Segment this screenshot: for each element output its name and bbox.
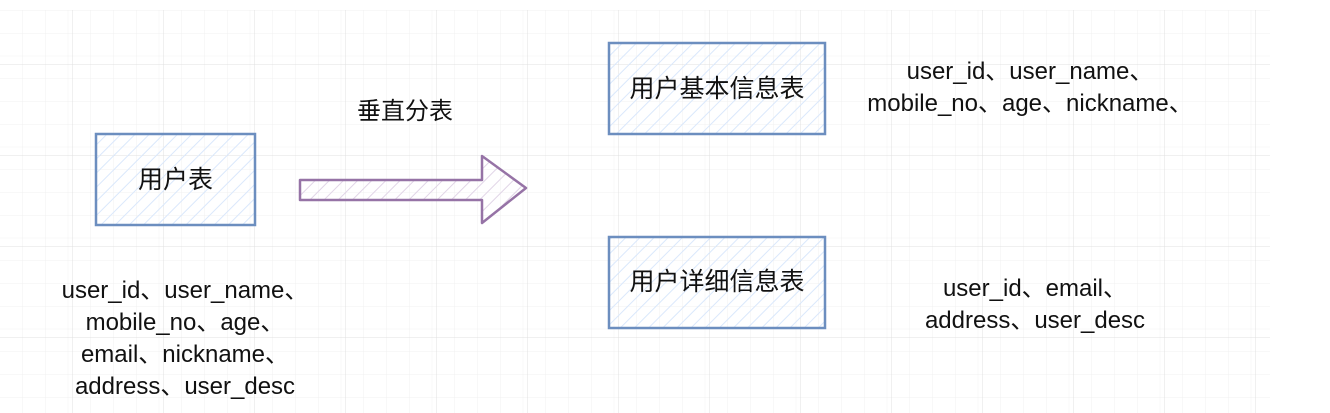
detail-table-box[interactable] (607, 235, 827, 330)
field-line: mobile_no、age、nickname、 (867, 90, 1193, 117)
basic-table-fields: user_id、user_name、 mobile_no、age、nicknam… (840, 56, 1220, 120)
detail-table-fields: user_id、email、 address、user_desc (880, 273, 1190, 337)
field-line: user_id、email、 (942, 275, 1128, 302)
field-line: address、user_desc (74, 373, 296, 400)
arrow-label: 垂直分表 (357, 98, 453, 125)
basic-table-label: 用户基本信息表 (629, 75, 805, 103)
source-table-label: 用户表 (137, 166, 213, 194)
field-line: mobile_no、age、 (85, 309, 285, 336)
detail-table-label: 用户详细信息表 (629, 268, 805, 296)
field-line: user_id、user_name、 (906, 58, 1154, 85)
field-line: user_id、user_name、 (61, 277, 309, 304)
basic-table-box[interactable] (607, 41, 827, 136)
source-table-box[interactable] (94, 132, 257, 227)
field-line: email、nickname、 (80, 341, 290, 368)
source-table-fields: user_id、user_name、 mobile_no、age、 email、… (30, 275, 340, 403)
field-line: address、user_desc (924, 307, 1146, 334)
vertical-split-arrow[interactable] (298, 154, 528, 225)
